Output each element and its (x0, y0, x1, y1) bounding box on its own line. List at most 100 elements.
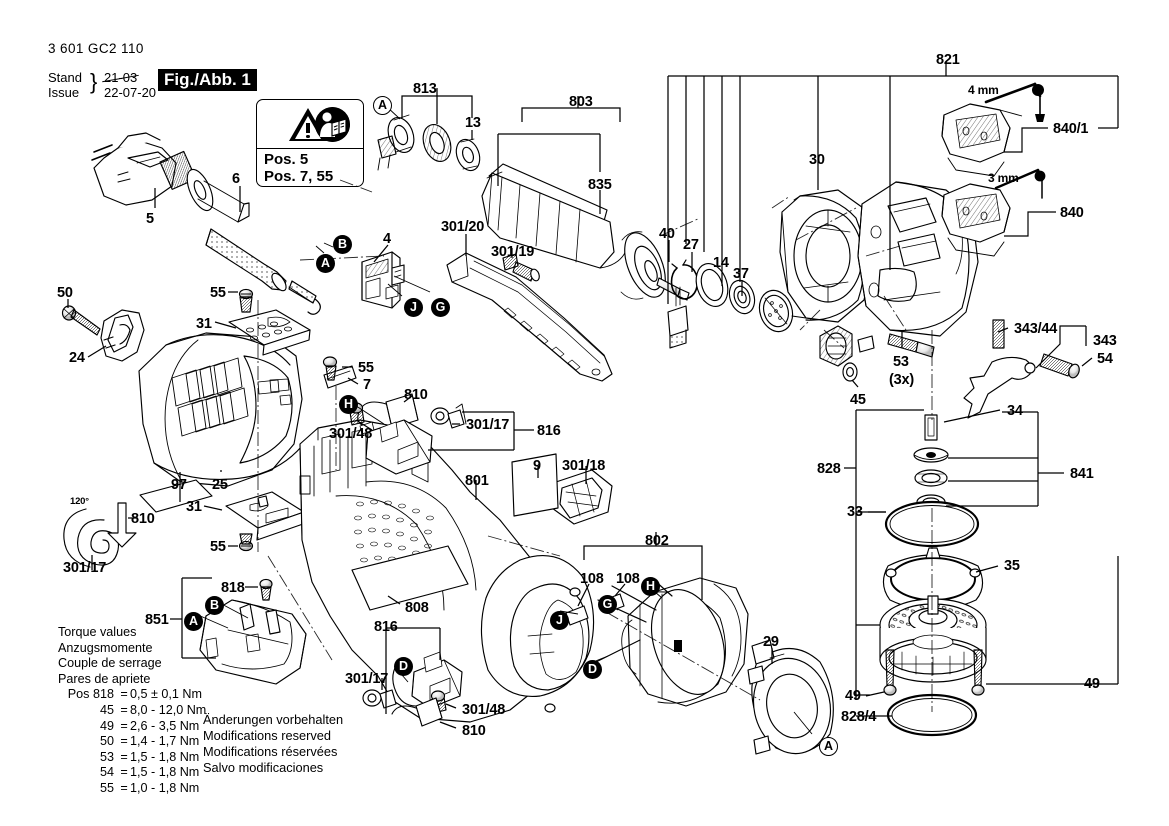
callout-bubble-b-2: B (205, 596, 224, 615)
part-label-49-a: 49 (845, 688, 861, 704)
part-label-40: 40 (659, 226, 675, 242)
read-manual-icon (315, 106, 350, 142)
part-label-828-4: 828/4 (841, 709, 877, 725)
torque-pos: Pos 818 (67, 687, 114, 702)
angle-annotation-120: 120° (70, 496, 89, 507)
torque-pos: 49 (99, 718, 114, 733)
torque-eq: = (120, 749, 128, 764)
part-label-24: 24 (69, 350, 85, 366)
torque-val: 1,5 - 1,8 Nm (130, 765, 200, 780)
part-label-841: 841 (1070, 466, 1094, 482)
torque-title-es: Pares de apriete (58, 671, 151, 686)
warning-plate: Pos. 5 Pos. 7, 55 (256, 99, 364, 187)
part-label-27: 27 (683, 237, 699, 253)
torque-row: 49 = 2,6 - 3,5 Nm (58, 719, 222, 735)
callout-bubble-g-2: G (598, 595, 617, 614)
part-label-343: 343 (1093, 333, 1117, 349)
part-label-30: 30 (809, 152, 825, 168)
part-label-301-20: 301/20 (441, 219, 485, 235)
part-label-14: 14 (713, 255, 729, 271)
part-label-55-b: 55 (210, 539, 226, 555)
part-label-301-48-b: 301/48 (462, 702, 506, 718)
disclaimer-de: Änderungen vorbehalten (203, 712, 344, 727)
part-label-5: 5 (146, 211, 154, 227)
torque-eq: = (120, 765, 128, 780)
callout-bubble-j-1: J (404, 298, 423, 317)
torque-val: 1,0 - 1,8 Nm (130, 780, 200, 795)
stand-date-struck: 21-03 (104, 70, 138, 85)
torque-val: 0,5 ± 0,1 Nm (130, 687, 203, 702)
part-label-31-b: 31 (186, 499, 202, 515)
part-label-810-a: 810 (131, 511, 155, 527)
torque-eq: = (120, 687, 128, 702)
part-label-343-44: 343/44 (1014, 321, 1058, 337)
torque-val: 8,0 - 12,0 Nm (130, 702, 207, 717)
stand-label: Stand (48, 70, 82, 85)
part-label-816-a: 816 (537, 423, 561, 439)
torque-row: 54 = 1,5 - 1,8 Nm (58, 765, 222, 781)
part-label-301-17-a: 301/17 (63, 560, 107, 576)
part-label-13: 13 (465, 115, 481, 131)
part-label-25: 25 (212, 477, 228, 493)
callout-bubble-g-1: G (431, 298, 450, 317)
callout-bubble-a-2: A (316, 254, 335, 273)
part-label-301-18: 301/18 (562, 458, 606, 474)
part-label-54: 54 (1097, 351, 1113, 367)
torque-pos: 50 (99, 734, 114, 749)
disclaimer-fr: Modifications réservées (203, 744, 338, 759)
part-label-810-b: 810 (404, 387, 428, 403)
part-label-108-b: 108 (616, 571, 640, 587)
part-label-803: 803 (569, 94, 593, 110)
part-label-813: 813 (413, 81, 437, 97)
warning-pos-line-2: Pos. 7, 55 (264, 168, 334, 185)
warning-plate-text: Pos. 5 Pos. 7, 55 (257, 149, 363, 188)
callout-bubble-a-4: A (819, 737, 838, 756)
brace-glyph: } (90, 69, 98, 94)
disclaimer-en: Modifications reserved (203, 728, 332, 743)
callout-bubble-d-2: D (583, 660, 602, 679)
part-label-6: 6 (232, 171, 240, 187)
issue-label: Issue (48, 85, 80, 100)
part-label-37: 37 (733, 266, 749, 282)
torque-values-block: Torque values Anzugsmomente Couple de se… (58, 625, 222, 797)
torque-title-de: Anzugsmomente (58, 640, 153, 655)
part-label-828: 828 (817, 461, 841, 477)
callout-bubble-b-1: B (333, 235, 352, 254)
part-label-29: 29 (763, 634, 779, 650)
document-part-code: 3 601 GC2 110 (48, 41, 144, 56)
torque-val: 2,6 - 3,5 Nm (130, 718, 200, 733)
torque-row: 55 = 1,0 - 1,8 Nm (58, 781, 222, 797)
part-label-301-17-b: 301/17 (466, 417, 510, 433)
torque-eq: = (120, 780, 128, 795)
callout-bubble-h-1: H (339, 395, 358, 414)
torque-val: 1,5 - 1,8 Nm (130, 749, 200, 764)
part-label-45: 45 (850, 392, 866, 408)
part-label-55-a: 55 (210, 285, 226, 301)
torque-eq: = (120, 718, 128, 733)
part-label-9: 9 (533, 458, 541, 474)
torque-eq: = (120, 702, 128, 717)
part-label-301-17-c: 301/17 (345, 671, 389, 687)
revision-block: Stand Issue } 21-03 22-07-20 (48, 69, 168, 102)
part-label-851: 851 (145, 612, 169, 628)
part-label-55-c: 55 (358, 360, 374, 376)
torque-pos: 45 (99, 702, 114, 717)
part-label-840: 840 (1060, 205, 1084, 221)
part-label-301-19: 301/19 (491, 244, 535, 260)
callout-bubble-a-1: A (373, 96, 392, 115)
part-label-301-48-a: 301/48 (329, 426, 373, 442)
qty-annotation-3x: (3x) (889, 372, 914, 388)
part-label-810-c: 810 (462, 723, 486, 739)
torque-row: 50 = 1,4 - 1,7 Nm (58, 734, 222, 750)
warning-plate-icons (257, 100, 363, 149)
hex-size-3mm: 3 mm (988, 171, 1019, 185)
part-label-816-b: 816 (374, 619, 398, 635)
disclaimer-es: Salvo modificaciones (203, 760, 324, 775)
part-label-801: 801 (465, 473, 489, 489)
part-label-33: 33 (847, 504, 863, 520)
part-label-802: 802 (645, 533, 669, 549)
torque-val: 1,4 - 1,7 Nm (130, 734, 200, 749)
part-label-840-1: 840/1 (1053, 121, 1089, 137)
part-label-35: 35 (1004, 558, 1020, 574)
